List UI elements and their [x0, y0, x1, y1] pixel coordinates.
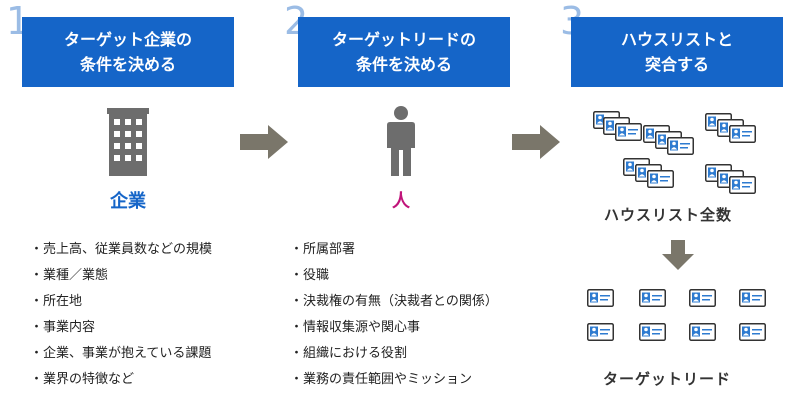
step-2-title-line2: 条件を決める	[355, 55, 452, 74]
step-2-header: ターゲットリードの 条件を決める	[298, 17, 510, 87]
company-caption: 企業	[110, 191, 146, 212]
step-1-header: ターゲット企業の 条件を決める	[22, 17, 234, 87]
right-arrow-icon	[240, 125, 288, 159]
house-list-cards-icon	[593, 111, 756, 194]
step-2-title-line1: ターゲットリードの	[331, 30, 476, 49]
list-item: 業界の特徴など	[30, 370, 212, 396]
list-item: 組織における役割	[290, 344, 498, 370]
step-3-title-line2: 突合する	[644, 55, 709, 74]
building-icon	[107, 108, 149, 176]
list-item: 事業内容	[30, 318, 212, 344]
list-item: 役職	[290, 266, 498, 292]
step-3-header: ハウスリストと 突合する	[571, 17, 783, 87]
house-list-total-label: ハウスリスト全数	[604, 206, 733, 224]
list-item: 決裁権の有無（決裁者との関係）	[290, 292, 498, 318]
list-item: 企業、事業が抱えている課題	[30, 344, 212, 370]
right-arrow-icon	[512, 125, 560, 159]
person-icon	[387, 106, 415, 176]
step-1-title-line2: 条件を決める	[79, 55, 176, 74]
down-arrow-icon	[662, 240, 694, 270]
list-item: 所属部署	[290, 240, 498, 266]
target-lead-label: ターゲットリード	[603, 370, 732, 388]
step-3-title-line1: ハウスリストと	[620, 30, 733, 49]
list-item: 業種／業態	[30, 266, 212, 292]
list-item: 売上高、従業員数などの規模	[30, 240, 212, 266]
person-criteria-list: 所属部署 役職 決裁権の有無（決裁者との関係） 情報収集源や関心事 組織における…	[290, 240, 498, 396]
list-item: 業務の責任範囲やミッション	[290, 370, 498, 396]
step-1-title-line1: ターゲット企業の	[63, 30, 192, 49]
list-item: 情報収集源や関心事	[290, 318, 498, 344]
person-caption: 人	[392, 191, 410, 212]
target-lead-cards-icon	[587, 289, 766, 341]
company-criteria-list: 売上高、従業員数などの規模 業種／業態 所在地 事業内容 企業、事業が抱えている…	[30, 240, 212, 396]
list-item: 所在地	[30, 292, 212, 318]
